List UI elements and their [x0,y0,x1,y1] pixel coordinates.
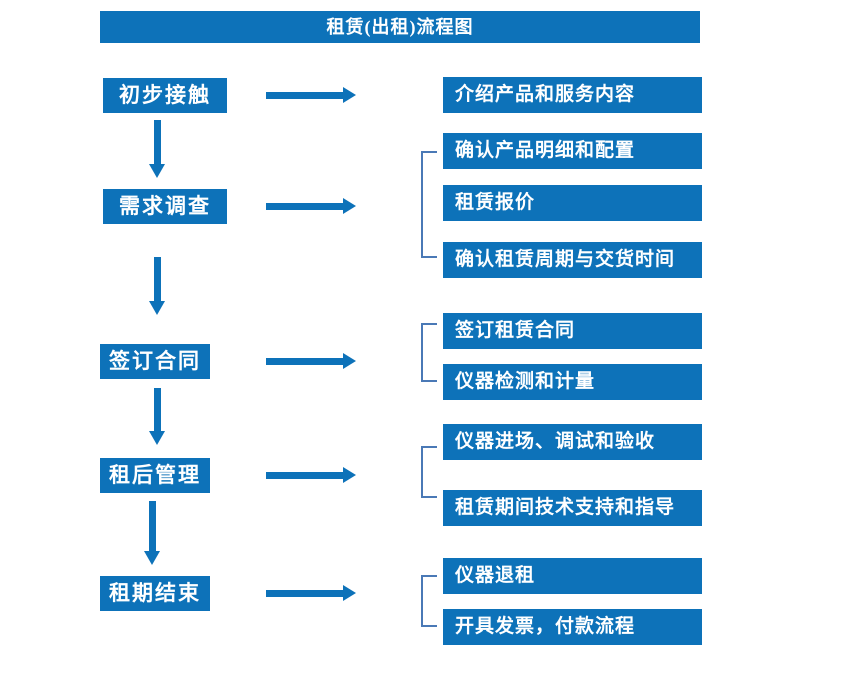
right-arrow-2 [266,198,356,215]
step-box-post-rental-management: 租后管理 [100,458,210,493]
step-box-lease-end: 租期结束 [100,576,210,611]
right-arrow-4 [266,467,356,484]
group-bracket-needs-survey [421,151,437,258]
down-arrow-2 [149,257,166,315]
output-box-confirm-details: 确认产品明细和配置 [443,133,702,169]
arrow-head-icon [343,198,356,214]
arrow-shaft [149,501,156,551]
arrow-shaft [266,472,343,479]
arrow-shaft [154,120,161,164]
output-box-rental-quote: 租赁报价 [443,185,702,221]
right-arrow-1 [266,87,356,104]
down-arrow-1 [149,120,166,178]
output-box-instrument-return: 仪器退租 [443,558,702,594]
right-arrow-5 [266,585,356,602]
arrow-shaft [154,388,161,431]
step-box-initial-contact: 初步接触 [103,78,227,113]
step-box-needs-survey: 需求调查 [103,189,227,224]
output-box-invoice-payment: 开具发票，付款流程 [443,609,702,645]
output-box-instrument-testing: 仪器检测和计量 [443,364,702,400]
arrow-shaft [266,590,343,597]
output-box-tech-support: 租赁期间技术支持和指导 [443,490,702,526]
arrow-head-icon [149,164,165,178]
down-arrow-4 [144,501,161,565]
group-bracket-sign-contract [421,323,437,382]
arrow-shaft [266,92,343,99]
arrow-head-icon [343,353,356,369]
arrow-head-icon [144,551,160,565]
output-box-introduce-products: 介绍产品和服务内容 [443,77,702,113]
arrow-head-icon [149,301,165,315]
arrow-head-icon [343,467,356,483]
output-box-confirm-period: 确认租赁周期与交货时间 [443,242,702,278]
step-box-sign-contract: 签订合同 [100,344,210,379]
arrow-shaft [154,257,161,301]
output-box-sign-rental-contract: 签订租赁合同 [443,313,702,349]
arrow-head-icon [343,87,356,103]
arrow-shaft [266,203,343,210]
down-arrow-3 [149,388,166,445]
arrow-head-icon [149,431,165,445]
right-arrow-3 [266,353,356,370]
group-bracket-lease-end [421,575,437,627]
group-bracket-post-rental [421,446,437,498]
flowchart-title: 租赁(出租)流程图 [100,11,700,43]
output-box-instrument-setup: 仪器进场、调试和验收 [443,424,702,460]
arrow-head-icon [343,585,356,601]
arrow-shaft [266,358,343,365]
